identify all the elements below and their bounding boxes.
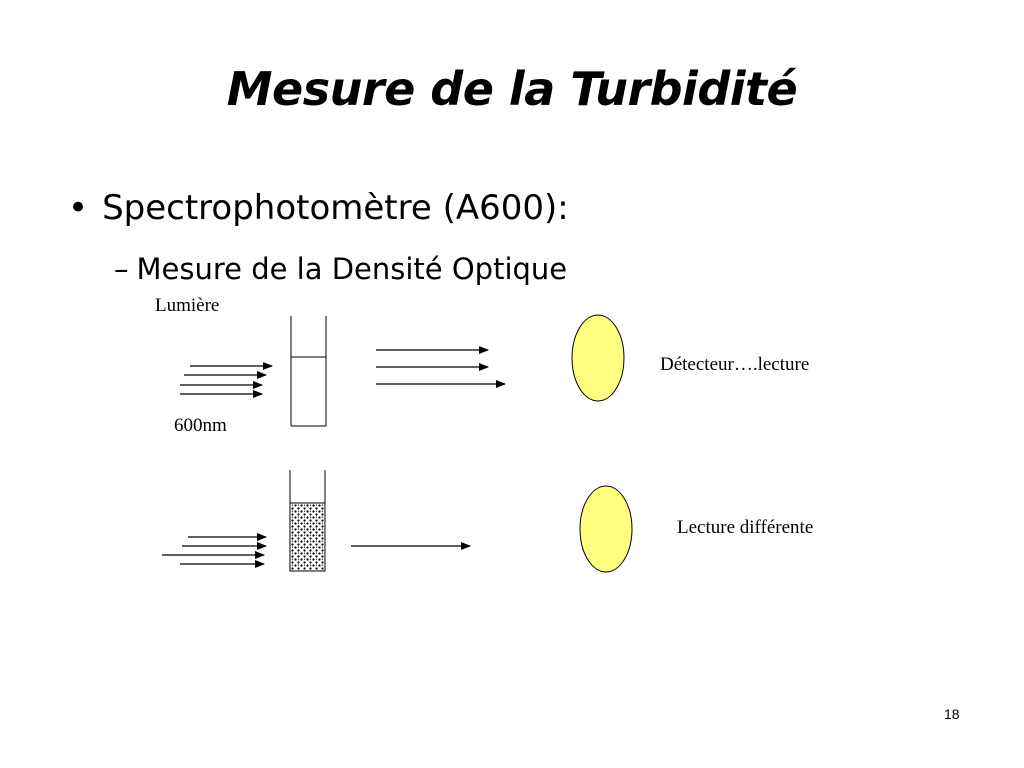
wavelength-label: 600nm (174, 415, 227, 436)
bullet-text: Spectrophotomètre (A600): (102, 188, 569, 228)
bullet-spectrophotometer: • Spectrophotomètre (A600): (68, 188, 569, 228)
incident-light-arrows-top (180, 362, 273, 398)
sub-bullet-marker: – (114, 252, 129, 286)
transmitted-light-arrows-top (376, 346, 506, 388)
turbid-sample (289, 502, 326, 572)
detector-label: Détecteur….lecture (660, 354, 809, 375)
slide-title: Mesure de la Turbidité (226, 62, 798, 116)
result-label: Lecture différente (677, 517, 813, 538)
incident-light-arrows-bottom (162, 533, 267, 568)
sub-bullet-text: Mesure de la Densité Optique (136, 252, 568, 286)
light-label: Lumière (155, 295, 219, 316)
sub-bullet-optical-density: –Mesure de la Densité Optique (114, 252, 567, 286)
page-number: 18 (944, 706, 960, 722)
cuvette-turbid (289, 470, 326, 572)
cuvette-clear (290, 316, 327, 427)
detector-top (571, 314, 625, 402)
detector-bottom (579, 485, 633, 573)
bullet-marker: • (68, 188, 89, 228)
